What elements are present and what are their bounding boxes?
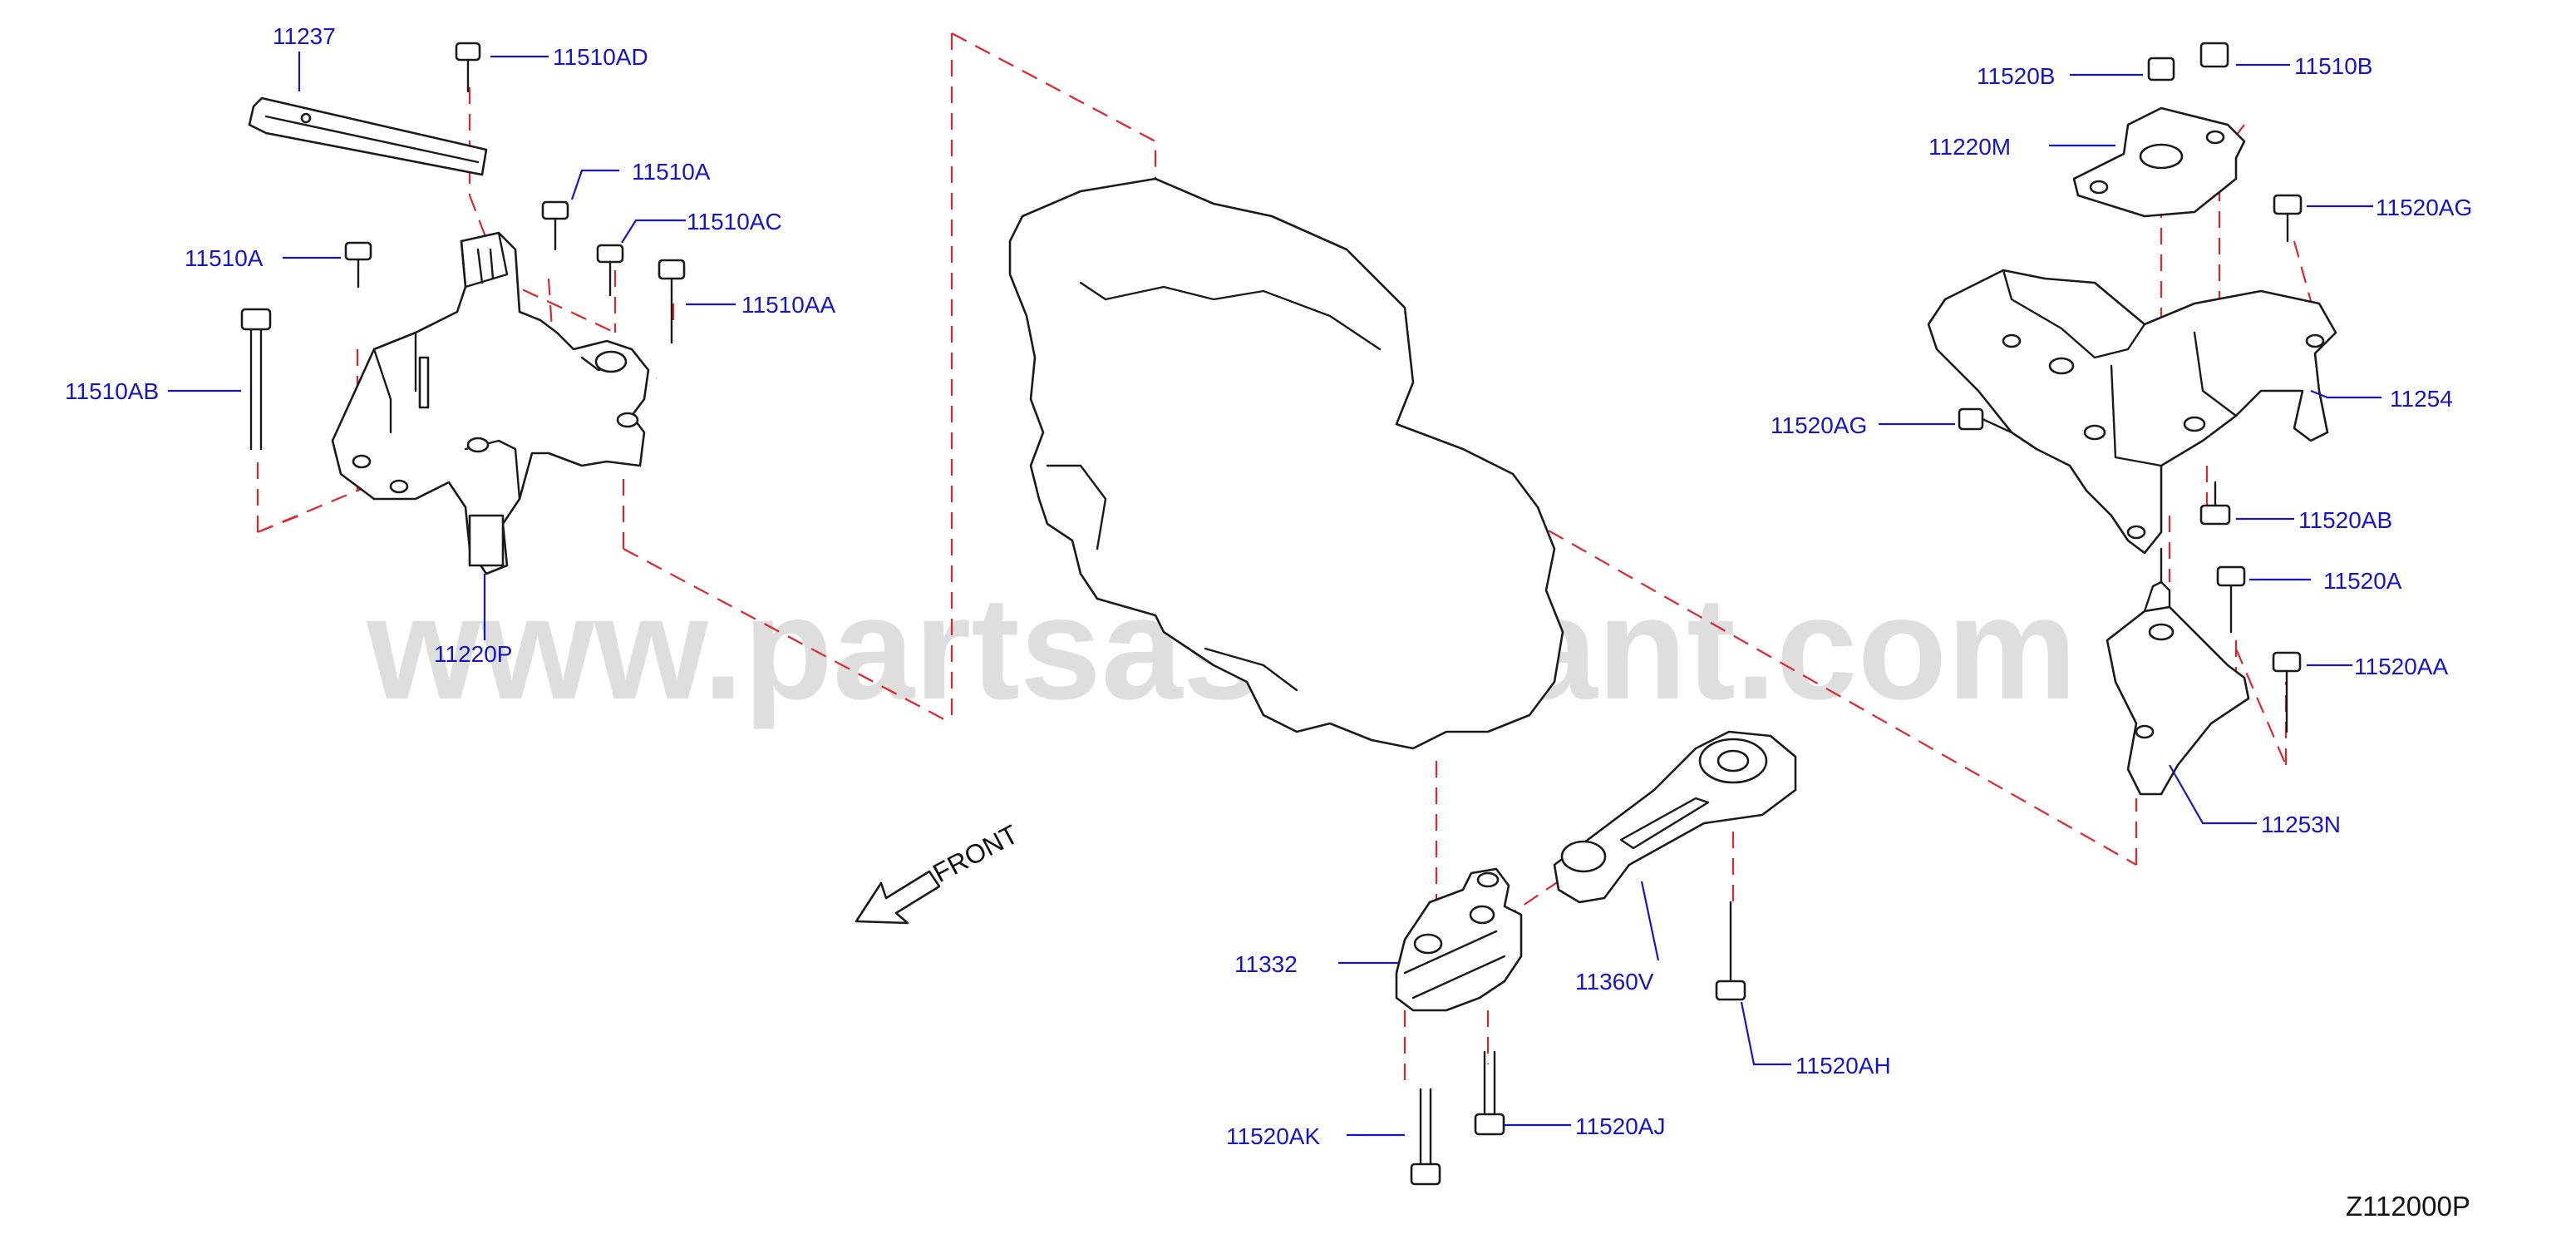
callout-11510b: 11510B: [2294, 53, 2372, 79]
bracket-11237: [248, 96, 488, 176]
front-direction-indicator: FRONT: [855, 819, 1023, 925]
callout-11520ag-lower: 11520AG: [1771, 412, 1867, 438]
front-label: FRONT: [928, 819, 1022, 889]
right-lower-bracket-11253n: [2106, 547, 2302, 796]
callout-11520ak: 11520AK: [1226, 1123, 1320, 1149]
leader-lines: [168, 52, 2381, 1137]
torque-rod-11360v: [1553, 730, 1797, 1001]
callout-11510ac: 11510AC: [687, 209, 782, 234]
callout-11254: 11254: [2390, 386, 2453, 412]
callout-11520a: 11520A: [2323, 568, 2402, 594]
callout-11520ag-upper: 11520AG: [2376, 195, 2472, 220]
callout-11220p: 11220P: [434, 641, 512, 667]
callout-11220m: 11220M: [1928, 134, 2011, 160]
left-engine-mount-11220p: [331, 231, 650, 575]
engine-block: [1008, 177, 1564, 750]
callout-11520ab: 11520AB: [2298, 507, 2392, 533]
callout-11510ad: 11510AD: [553, 44, 648, 70]
callout-11520ah: 11520AH: [1795, 1053, 1891, 1079]
callout-11520aj: 11520AJ: [1575, 1113, 1665, 1139]
callout-11510a-upper: 11510A: [632, 159, 711, 185]
callout-11253n: 11253N: [2261, 812, 2341, 837]
callout-11237: 11237: [273, 23, 336, 49]
callout-11510a-left: 11510A: [185, 245, 264, 271]
callout-11360v: 11360V: [1575, 969, 1654, 995]
callout-11510ab: 11510AB: [65, 378, 159, 404]
left-bolts: [240, 42, 686, 451]
callout-11332: 11332: [1234, 951, 1298, 977]
right-bracket-11254: [1927, 194, 2337, 555]
front-arrow-icon: [855, 870, 941, 925]
callout-11510aa: 11510AA: [741, 292, 835, 318]
callout-11520b: 11520B: [1977, 63, 2055, 89]
diagram-code: Z112000P: [2346, 1191, 2470, 1222]
callout-11520aa: 11520AA: [2354, 654, 2448, 679]
right-top-mount-11220m: [2072, 42, 2246, 218]
lower-bracket-11332: [1395, 867, 1523, 1186]
callout-labels: 11237 11510AD 11510A 11510AC 11510A 1151…: [65, 23, 2472, 1149]
